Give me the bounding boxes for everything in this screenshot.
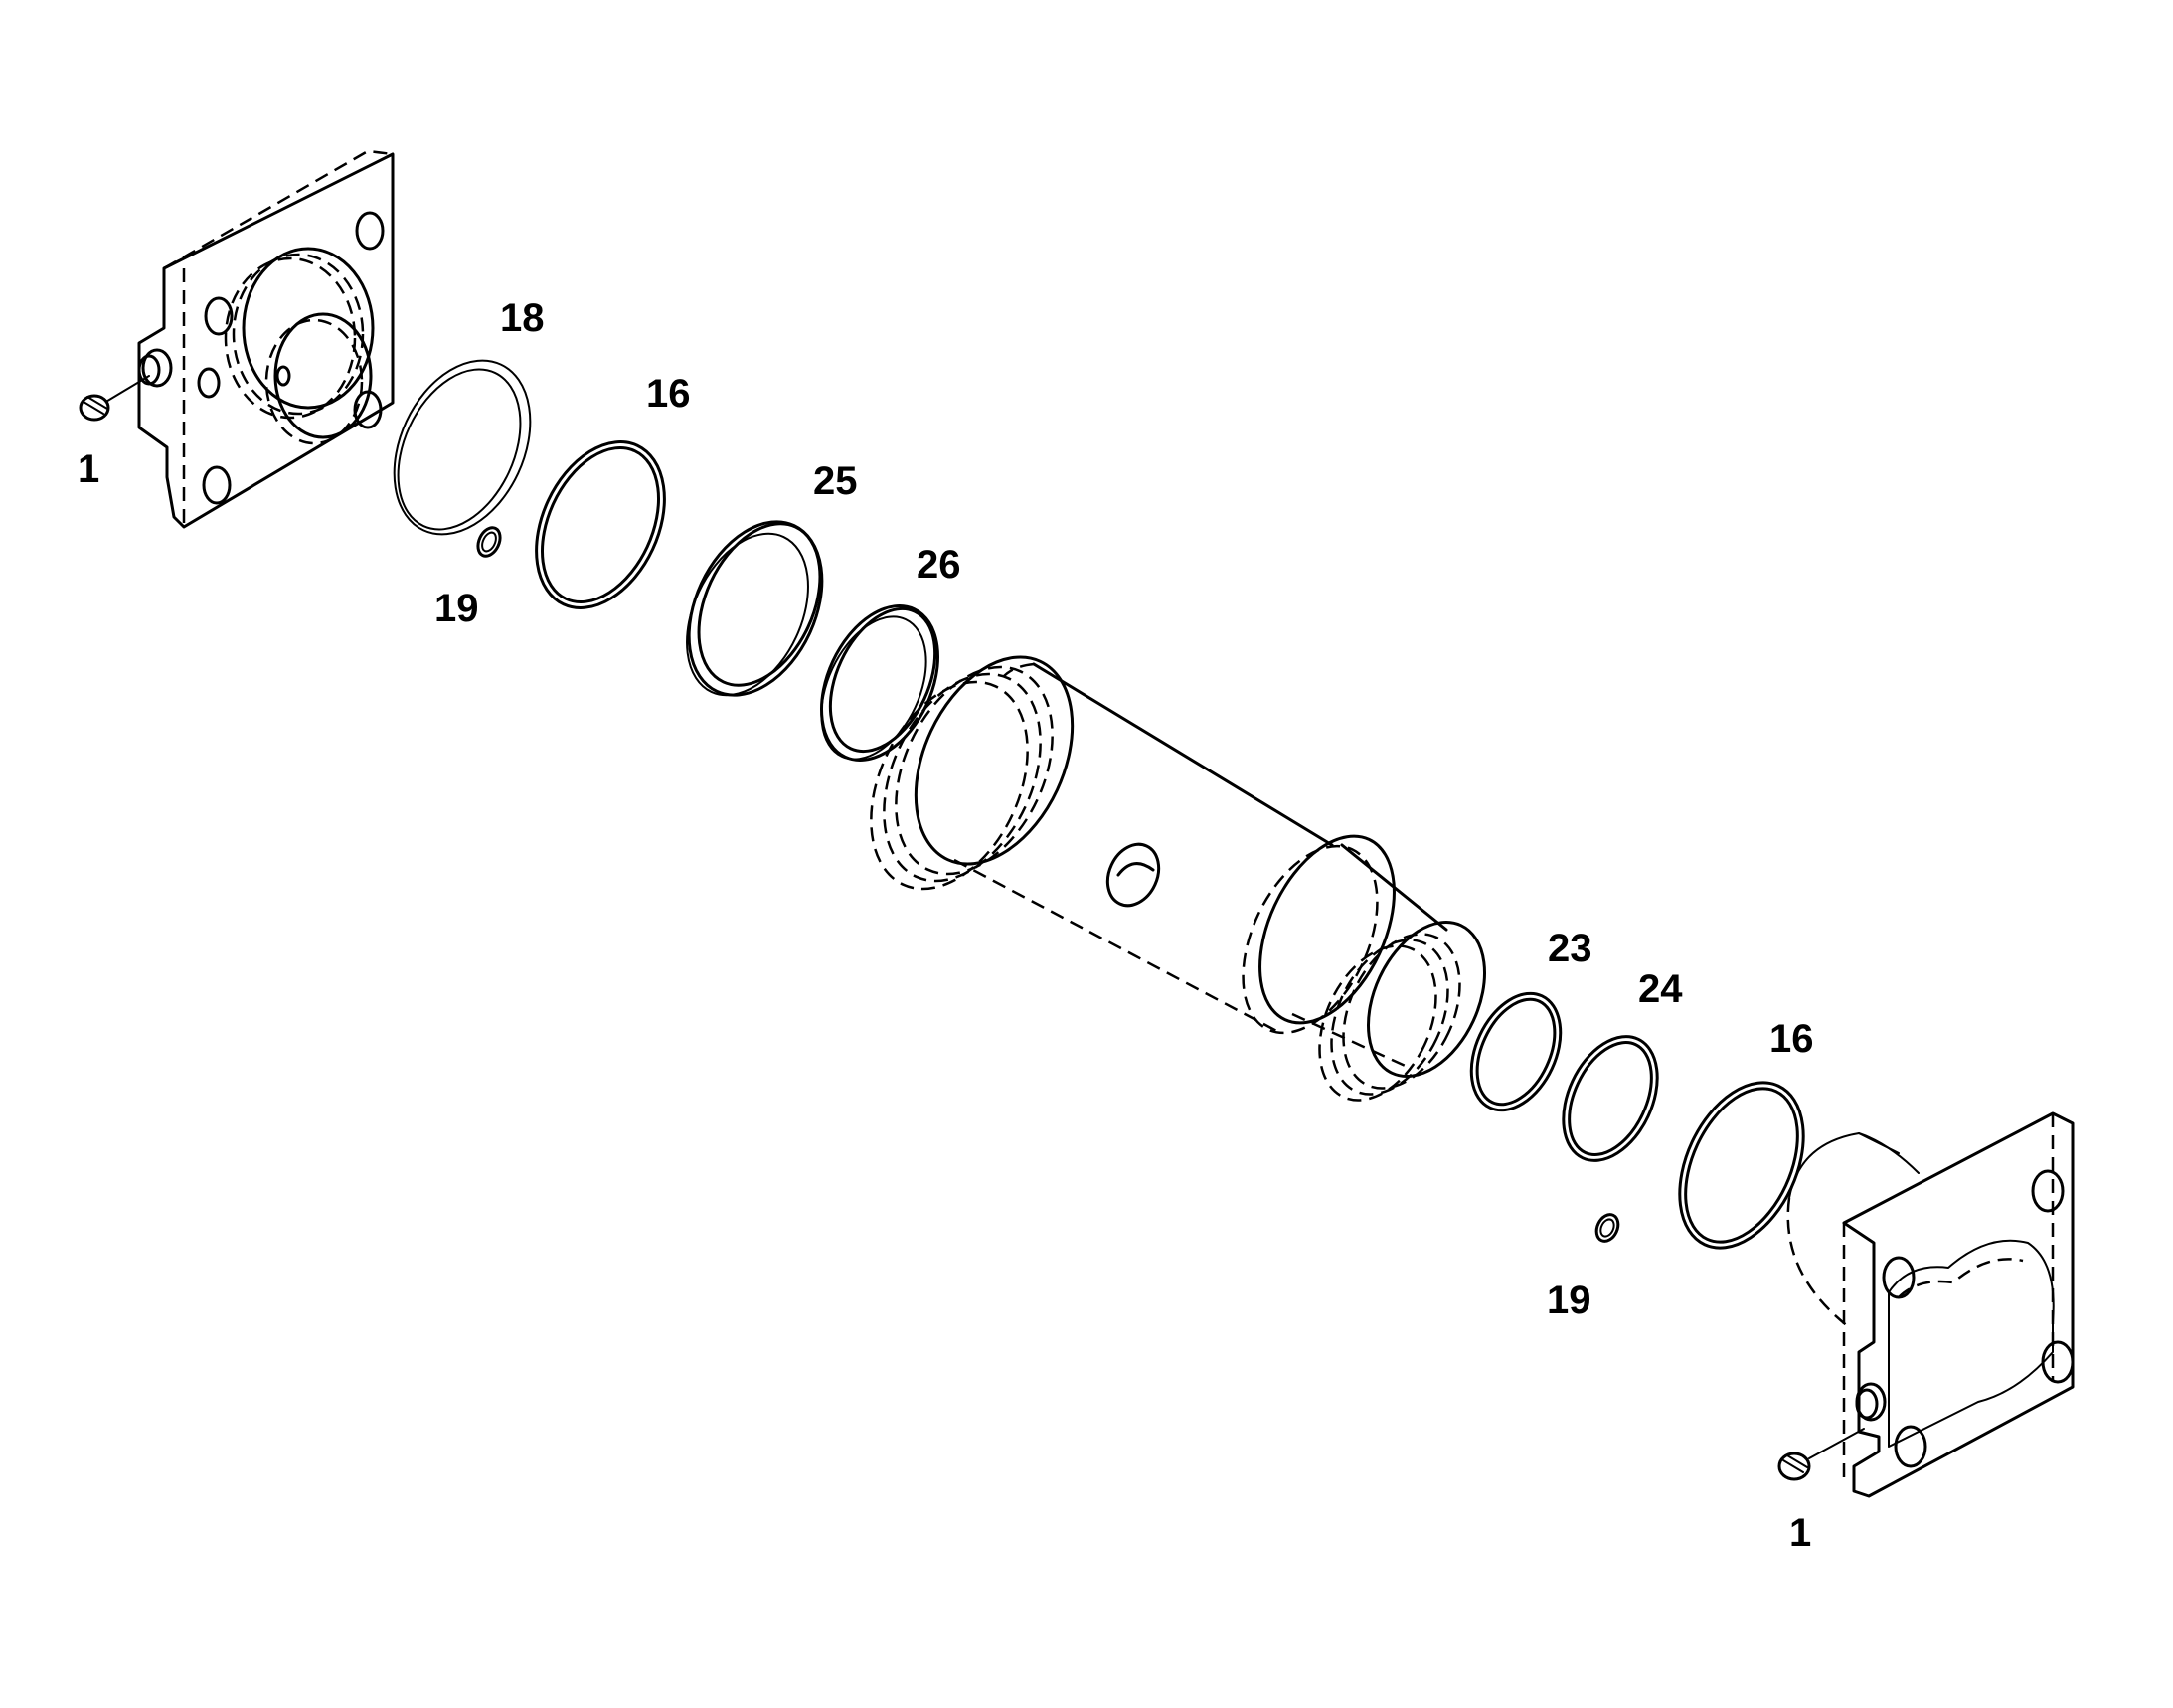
oring-19-right	[1594, 1213, 1620, 1243]
piston-shaft	[870, 655, 1486, 1102]
screw-right	[1777, 1428, 1865, 1481]
callout-19-right: 19	[1547, 1279, 1591, 1322]
screw-left	[79, 375, 150, 422]
callout-19-left: 19	[434, 587, 479, 630]
callout-18: 18	[500, 296, 545, 340]
right-end-cap	[1786, 1111, 2075, 1498]
callout-25: 25	[813, 459, 858, 503]
callout-24: 24	[1638, 967, 1683, 1011]
oring-16-left	[535, 440, 666, 609]
callout-1-right: 1	[1789, 1511, 1812, 1555]
callout-16-right: 16	[1769, 1017, 1814, 1061]
callout-1-left: 1	[78, 447, 100, 491]
snap-ring-18	[393, 359, 532, 536]
callout-26: 26	[917, 543, 961, 587]
left-end-cap	[137, 149, 395, 529]
ring-25	[686, 520, 824, 697]
callout-23: 23	[1548, 927, 1592, 970]
oring-19-left	[476, 526, 502, 558]
ring-24	[1562, 1035, 1659, 1162]
callout-16-left: 16	[646, 372, 691, 416]
ring-26	[820, 604, 939, 762]
ring-23	[1469, 991, 1563, 1112]
